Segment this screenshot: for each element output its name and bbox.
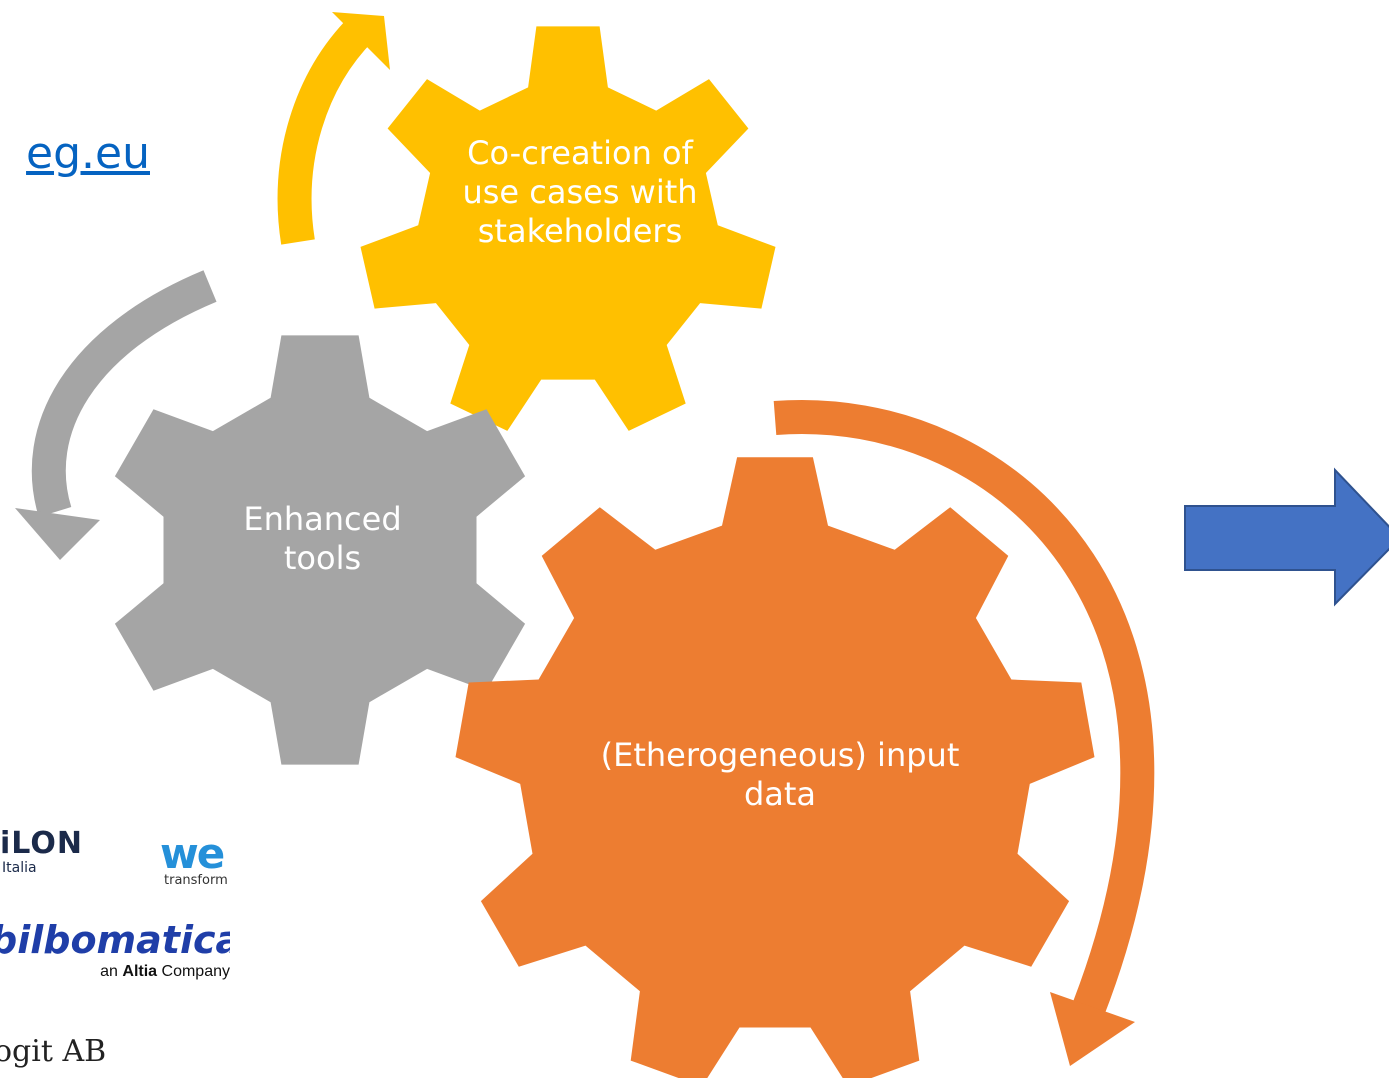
gear-yellow-label: Co-creation of use cases with stakeholde… [462,134,698,250]
gear-yellow [360,26,776,431]
ilon-logo-subtext: Italia [2,860,37,876]
orange-cycle-arrow [773,400,1155,1066]
gear-gray-label: Enhanced tools [243,500,402,577]
gear-gray [114,335,526,765]
yellow-cycle-arrow [277,12,390,245]
bilbomatica-logo-text: bilbomatica [0,918,230,962]
gray-cycle-arrow [15,270,217,560]
bilbomatica-logo: bilbomatica an Altia Company [0,918,230,1010]
website-link[interactable]: eg.eu [26,128,150,179]
ilon-logo: iLON Italia [0,828,112,878]
next-step-arrow [1184,467,1389,607]
gear-orange-label: (Etherogeneous) input data [600,736,960,813]
ogit-logo-text: ogit AB [0,1034,107,1069]
bilbomatica-logo-tagline: an Altia Company [100,963,230,980]
ogit-logo: ogit AB [0,1030,150,1078]
ilon-logo-text: iLON [0,828,83,861]
we-logo-subtext: transform [164,873,228,888]
we-transform-logo: we transform [148,829,258,890]
we-logo-mark: we [160,829,225,878]
gear-orange [455,457,1095,1078]
